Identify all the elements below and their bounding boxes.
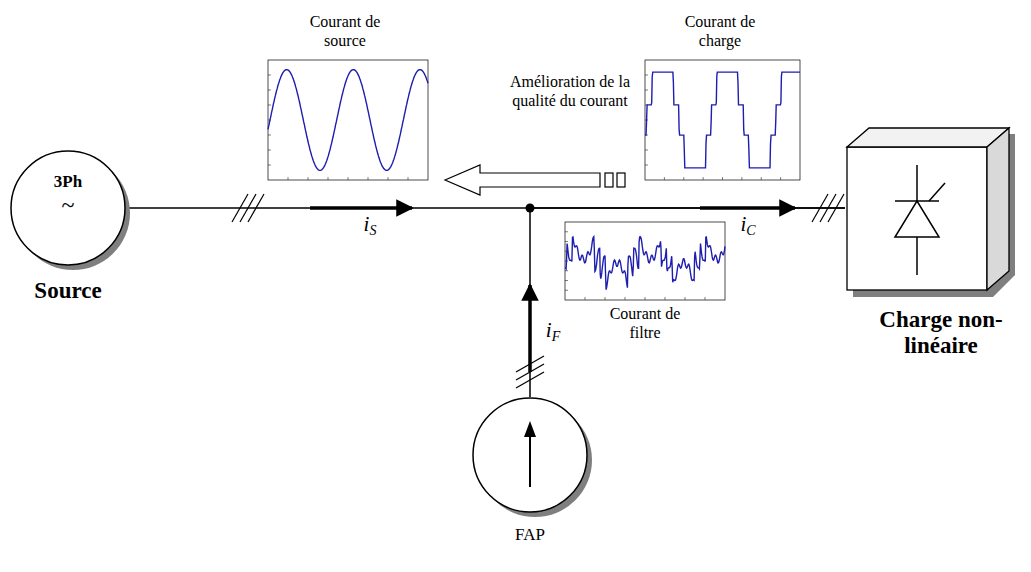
load-cube-symbol <box>845 125 1030 295</box>
current-label: iS <box>350 212 390 240</box>
current-label: iF <box>538 318 568 346</box>
load-box: Charge non-linéaire <box>845 125 1030 295</box>
current-label: iC <box>728 212 768 240</box>
circle-outline <box>472 397 588 513</box>
power-line <box>530 208 845 397</box>
waveform-plots <box>268 60 800 300</box>
node-text: ~ <box>10 192 126 220</box>
improvement-arrow <box>445 165 625 195</box>
three-phase-marks <box>232 194 844 388</box>
node-text: Charge non-linéaire <box>855 307 1027 360</box>
plot-title: Courant de filtre <box>595 304 695 342</box>
current-arrows <box>310 208 795 372</box>
filter-circle: FAP <box>472 397 588 513</box>
node-text: 3Ph <box>10 172 126 192</box>
plot-title: Courant de charge <box>670 12 770 50</box>
node-text: Source <box>0 278 148 304</box>
source-circle: 3Ph~Source <box>10 150 126 266</box>
plot-title: Courant de source <box>295 12 395 50</box>
improvement-note: Amélioration de la qualité du courant <box>500 72 640 110</box>
node-text: FAP <box>472 525 588 545</box>
